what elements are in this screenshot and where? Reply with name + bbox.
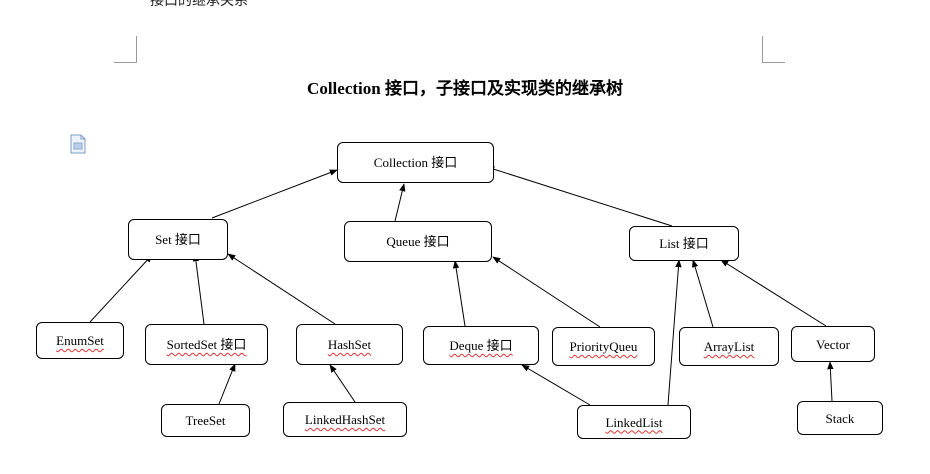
edge-priorityqueue-to-queue (492, 256, 601, 328)
node-stack: Stack (797, 401, 883, 435)
node-linkedlist: LinkedList (577, 405, 691, 439)
node-label-linkedlist: LinkedList (605, 414, 663, 430)
node-hashset: HashSet (296, 324, 403, 365)
node-label-hashset: HashSet (327, 337, 372, 352)
node-sortedset: SortedSet 接口 (145, 324, 268, 365)
embedded-document-icon (70, 134, 86, 154)
edge-linkedlist-to-list (667, 259, 682, 406)
edge-deque-to-queue (452, 260, 466, 327)
node-label-vector: Vector (816, 336, 850, 352)
edge-list-to-collection (486, 166, 673, 227)
node-priorityqueue: PriorityQueu (552, 327, 655, 366)
edge-queue-to-collection (394, 183, 406, 222)
node-label-queue: Queue 接口 (386, 234, 450, 249)
node-arraylist: ArrayList (679, 327, 779, 366)
node-treeset: TreeSet (161, 404, 250, 437)
node-label-treeset: TreeSet (185, 413, 226, 428)
node-set: Set 接口 (128, 219, 228, 260)
top-cut-off-text: 接口的继承关系 (150, 0, 248, 9)
node-label-arraylist: ArrayList (703, 339, 755, 354)
page-corner-mark-right (762, 36, 785, 63)
node-collection: Collection 接口 (337, 142, 494, 183)
edge-linkedhashset-to-hashset (329, 364, 356, 403)
node-label-deque: Deque 接口 (449, 338, 513, 353)
node-list: List 接口 (629, 226, 739, 261)
node-queue: Queue 接口 (344, 221, 492, 262)
edge-stack-to-vector (827, 361, 834, 402)
diagram-title: Collection 接口，子接口及实现类的继承树 (307, 79, 623, 98)
node-label-linkedhashset: LinkedHashSet (304, 412, 386, 427)
node-label-set: Set 接口 (155, 232, 201, 247)
node-label-stack: Stack (825, 410, 855, 426)
node-label-list: List 接口 (659, 236, 709, 251)
edge-arraylist-to-list (691, 259, 714, 328)
edge-enumset-to-set (89, 254, 153, 323)
node-enumset: EnumSet (36, 322, 124, 359)
page-corner-mark-left (114, 36, 137, 63)
node-label-enumset: EnumSet (56, 333, 104, 348)
node-label-priorityqueue: PriorityQueu (569, 339, 638, 354)
edge-hashset-to-set (227, 253, 336, 325)
edge-vector-to-list (720, 259, 827, 327)
edge-treeset-to-sortedset (218, 363, 236, 405)
node-deque: Deque 接口 (423, 326, 539, 365)
edge-sortedset-to-set (192, 253, 205, 325)
node-linkedhashset: LinkedHashSet (283, 402, 407, 437)
node-vector: Vector (791, 326, 875, 362)
edge-linkedlist-to-deque (521, 364, 591, 406)
edge-set-to-collection (211, 169, 338, 219)
node-label-sortedset: SortedSet 接口 (166, 337, 247, 352)
node-label-collection: Collection 接口 (373, 155, 458, 170)
